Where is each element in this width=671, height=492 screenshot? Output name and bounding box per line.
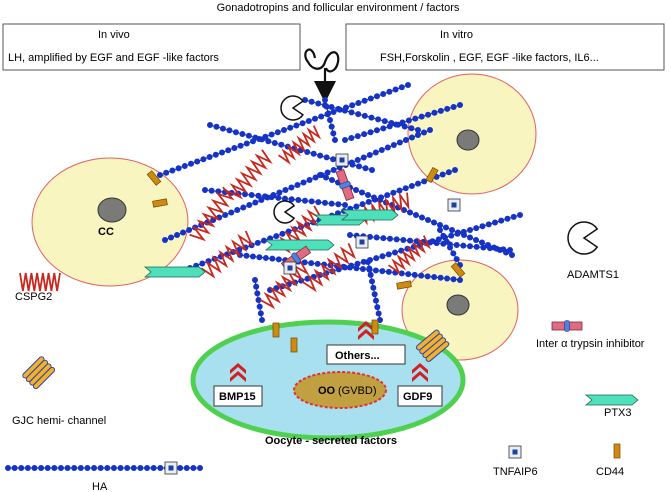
nucleus-icon [456,129,480,151]
cspg2-icon [388,235,432,275]
adamts1-icon [280,95,304,121]
legend-adamts1-label: ADAMTS1 [567,269,619,281]
cd44-icon [450,262,466,278]
ha-chain [342,102,463,143]
in-vivo-box [2,23,301,71]
oocyte-caption: Oocyte - secreted factors [265,435,397,447]
ha-chain [202,187,348,208]
gdf9-label: GDF9 [403,391,432,403]
cd44-icon [290,337,298,353]
tnfaip6-icon [335,153,349,167]
in-vitro-box [345,23,665,71]
legend-cd44-label: CD44 [596,466,624,478]
adamts1-icon [273,200,296,224]
cspg2-icon [226,149,273,200]
bmp15-box [213,385,263,407]
cd44-icon [613,443,621,459]
oocyte-label: OO [318,385,336,397]
legend-cspg2-label: CSPG2 [15,291,52,303]
in-vitro-text: FSH,Forskolin , EGF, EGF -like factors, … [380,52,599,64]
diagram-title: Gonadotropins and follicular environment… [217,2,460,14]
in-vivo-text: LH, amplified by EGF and EGF -like facto… [8,52,219,64]
ha-chain [322,97,338,143]
ptx3-icon [584,394,639,406]
tnfaip6-icon [164,461,178,475]
ha-chain [237,252,463,283]
cd44-icon [146,170,162,186]
cumulus-cell-top-right [407,73,537,195]
in-vitro-heading: In vitro [440,29,473,41]
adamts1-icon [567,221,599,255]
tnfaip6-icon [508,445,522,459]
in-vivo-heading: In vivo [98,29,130,41]
cumulus-cell-label: CC [98,226,114,238]
nucleus-icon [97,197,127,223]
inter-alpha-trypsin-inhibitor-icon [551,320,583,332]
gonadotropin-arrow-icon [304,48,340,73]
cd44-icon [371,319,379,335]
gvbd-nucleus [293,371,387,409]
legend-ptx3-label: PTX3 [604,407,632,419]
gdf9-box [397,385,443,407]
legend-ha-label: HA [92,481,108,492]
extracellular-matrix [143,82,523,362]
cspg2-icon [259,259,310,310]
nucleus-icon [446,294,470,316]
cspg2-icon [189,186,235,242]
oocyte: OO (GVBD) BMP15 GDF9 Others... [190,319,466,441]
others-box [326,344,406,365]
cd44-icon [152,198,168,208]
gjc-hemi-channel-icon [416,329,450,362]
others-label: Others... [335,350,380,362]
tnfaip6-icon [355,235,369,249]
ptx3-icon [264,239,335,251]
ha-chain [252,277,265,323]
ptx3-icon [143,266,206,278]
tnfaip6-icon [447,198,461,212]
gjc-hemi-channel-icon [22,356,56,390]
bmp15-label: BMP15 [219,391,256,403]
legend-tnfaip6-label: TNFAIP6 [493,466,538,478]
cspg2-icon [302,243,357,293]
legend-inter-alpha-label: Inter α trypsin inhibitor [536,338,645,350]
cspg2-icon [278,125,322,165]
cumulus-cell-left: CC [31,157,189,287]
ptx3-icon [340,209,399,221]
legend-icons [5,221,639,475]
gvbd-label: (GVBD) [338,385,377,397]
tnfaip6-icon [283,261,297,275]
ha-chain [5,465,203,471]
cspg2-icon [19,272,61,292]
cspg2-icon [200,230,254,279]
inter-alpha-trypsin-inhibitor-icon [335,169,355,201]
ha-chain [302,97,421,133]
ha-chain [365,259,383,323]
ha-chain [157,82,411,178]
cd44-icon [396,280,412,290]
cd44-icon [425,166,439,184]
cd44-icon [272,322,280,338]
legend-gjc-label: GJC hemi- channel [12,415,106,427]
ha-chain [347,232,513,253]
